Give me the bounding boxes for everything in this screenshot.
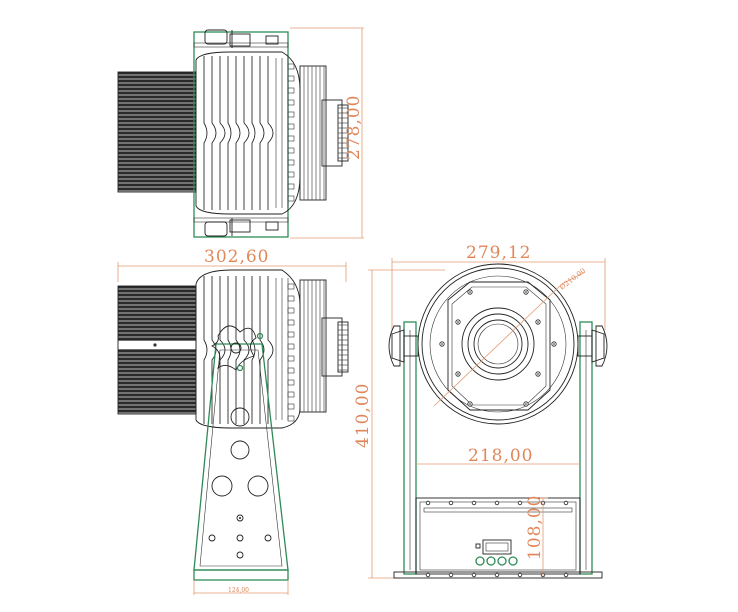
body-fin [267, 56, 274, 210]
ring-tab [287, 87, 295, 94]
dimension-side-length: 302,60 [117, 247, 347, 282]
ring-tab [287, 123, 295, 130]
ring-tab [287, 111, 295, 118]
head-bolt-center [537, 321, 539, 323]
body-fin [227, 56, 232, 210]
ring-tab [287, 159, 295, 166]
ring-tab [287, 295, 295, 302]
base-bolt [563, 572, 569, 578]
top-front-barrel [299, 65, 349, 201]
head-bolt-center [553, 343, 555, 345]
box-bolt [517, 500, 523, 506]
box-bolt [563, 500, 569, 506]
dim-label-410: 410,00 [353, 383, 373, 448]
dim-label-210: Ø210,00 [558, 267, 587, 292]
dimension-bracket-base: 124,00 [193, 580, 289, 595]
ring-tab [287, 343, 295, 350]
lcd-display [482, 539, 512, 555]
dimension-top-height: 278,00 [290, 27, 364, 239]
ring-tab [287, 319, 295, 326]
ring-tab [287, 379, 295, 386]
side-bracket [193, 325, 289, 581]
side-view: 302,60 [117, 247, 349, 595]
head-bolt-center [537, 373, 539, 375]
box-bolt [471, 500, 477, 506]
body-fin [259, 56, 265, 210]
ring-tab [287, 403, 295, 410]
control-buttons [475, 556, 518, 566]
ring-tab [287, 195, 295, 202]
body-fin [219, 56, 226, 210]
head-bolt-center [469, 403, 471, 405]
body-fin [203, 276, 208, 424]
body-fin [211, 56, 217, 210]
head-bolt-center [457, 373, 459, 375]
front-head [417, 263, 579, 425]
top-rear-heatsink [118, 72, 196, 192]
top-frame [193, 31, 289, 238]
box-bolt [425, 500, 431, 506]
ring-tab [287, 171, 295, 178]
ring-tab [287, 415, 295, 422]
dim-label-279: 279,12 [466, 243, 531, 263]
ring-tab [287, 75, 295, 82]
side-front-barrel [299, 279, 349, 413]
ring-tab [287, 283, 295, 290]
top-finned-body [195, 51, 301, 215]
side-knob [210, 325, 257, 371]
ring-tab [287, 331, 295, 338]
ring-tab [287, 183, 295, 190]
front-bracket [388, 321, 608, 575]
top-view: 278,00 [117, 27, 364, 239]
dimension-total-height: 410,00 [353, 269, 445, 579]
head-bolt-center [457, 321, 459, 323]
ring-tab [287, 63, 295, 70]
body-fin [235, 56, 241, 210]
ring-tab [287, 367, 295, 374]
front-view: 279,12 410,00 [353, 243, 608, 579]
ring-tab [287, 391, 295, 398]
side-finned-body [195, 269, 301, 429]
body-fin [267, 276, 274, 424]
base-bolt [471, 572, 477, 578]
base-bolt [517, 572, 523, 578]
dim-label-278: 278,00 [344, 95, 364, 160]
head-bolt-center [525, 403, 527, 405]
top-knob-upper [204, 29, 279, 48]
head-bolt-center [441, 343, 443, 345]
body-fin [203, 56, 208, 210]
head-bolt-center [525, 291, 527, 293]
dim-label-218: 218,00 [468, 446, 533, 466]
body-fin [251, 56, 256, 210]
ring-tab [287, 99, 295, 106]
dimension-lens-diameter: Ø210,00 [433, 267, 587, 407]
base-bolt [425, 572, 431, 578]
dimension-base-width: 218,00 [416, 446, 580, 466]
ring-tab [287, 307, 295, 314]
side-rear-heatsink [118, 286, 196, 414]
base-bolt [494, 572, 500, 578]
body-fin [243, 56, 250, 210]
ring-tab [287, 135, 295, 142]
body-fin [259, 276, 265, 424]
dim-label-108: 108,00 [525, 495, 545, 560]
ring-tab [287, 147, 295, 154]
base-bolt [448, 572, 454, 578]
dim-label-124: 124,00 [228, 587, 249, 594]
dim-label-302: 302,60 [204, 247, 269, 267]
box-bolt [448, 500, 454, 506]
head-bolt-center [469, 291, 471, 293]
dimension-box-height: 108,00 [525, 495, 548, 576]
ring-tab [287, 355, 295, 362]
control-box [393, 497, 603, 579]
top-knob-lower [204, 218, 279, 237]
box-bolt [494, 500, 500, 506]
